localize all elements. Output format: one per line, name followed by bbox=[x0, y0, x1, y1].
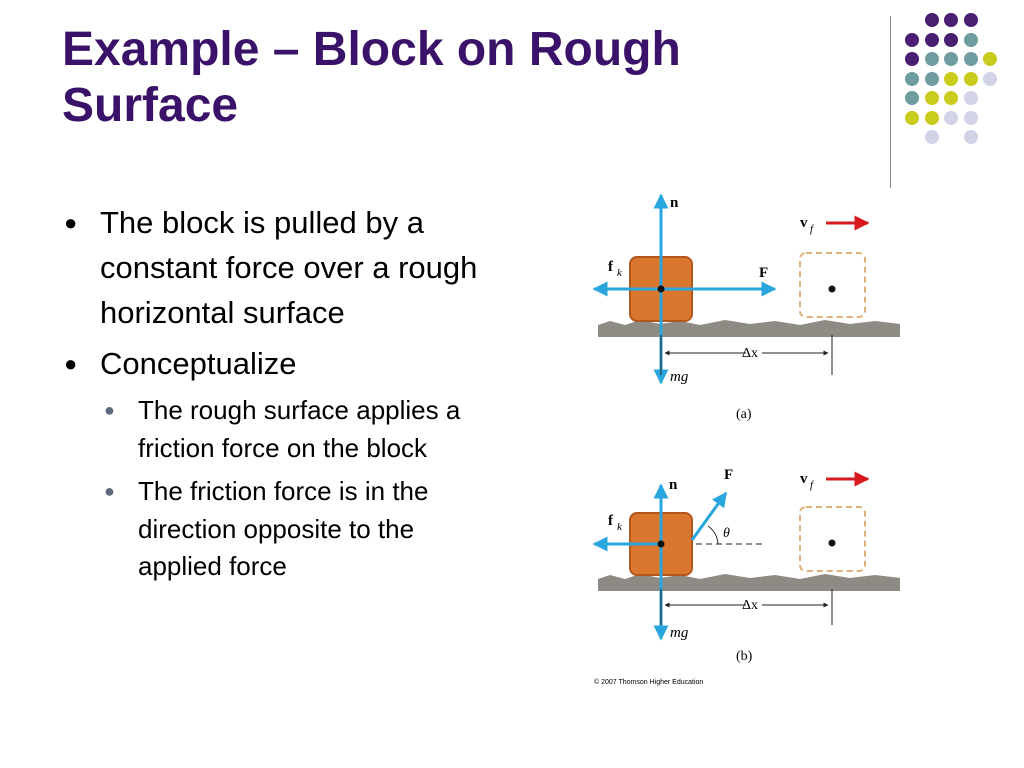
sub-bullet-marker: ● bbox=[104, 400, 115, 420]
displacement-label: Δx bbox=[742, 598, 758, 613]
velocity-label: v bbox=[800, 215, 808, 231]
applied-force-arrow bbox=[690, 491, 728, 541]
block-center-dot bbox=[657, 540, 665, 548]
bullet-marker: ● bbox=[64, 210, 78, 235]
decorative-dot bbox=[924, 13, 939, 27]
decorative-dot bbox=[905, 91, 919, 105]
decorative-dot bbox=[944, 52, 958, 66]
velocity-subscript: f bbox=[810, 223, 815, 235]
decorative-dot bbox=[924, 110, 939, 125]
angle-arc bbox=[707, 525, 719, 545]
decorative-dot bbox=[963, 52, 978, 66]
decorative-dot bbox=[963, 110, 978, 125]
velocity-subscript: f bbox=[810, 479, 815, 491]
friction-subscript: k bbox=[617, 267, 623, 279]
friction-force-label: f bbox=[608, 513, 614, 529]
decorative-dot bbox=[905, 52, 919, 66]
block-center-dot bbox=[657, 285, 665, 293]
decorative-dot bbox=[983, 71, 997, 86]
bullet-marker: ● bbox=[64, 351, 78, 376]
normal-force-label: n bbox=[670, 195, 679, 211]
friction-subscript: k bbox=[617, 521, 623, 533]
decorative-dot bbox=[924, 91, 939, 105]
weight-force-label: mg bbox=[670, 369, 689, 385]
normal-force-label: n bbox=[669, 477, 678, 493]
ground-surface bbox=[598, 320, 900, 337]
decorative-dot bbox=[963, 13, 978, 27]
applied-force-label: F bbox=[759, 265, 768, 281]
decorative-dot bbox=[944, 32, 958, 47]
weight-force-label: mg bbox=[670, 625, 689, 641]
ground-surface bbox=[598, 574, 900, 591]
caption-a: (a) bbox=[736, 407, 752, 422]
sub-bullet-item: ● The friction force is in the direction… bbox=[62, 473, 502, 586]
applied-force-label: F bbox=[724, 467, 733, 483]
decorative-dot bbox=[905, 71, 919, 86]
decorative-dot bbox=[963, 91, 978, 105]
sub-bullet-text: The rough surface applies a friction for… bbox=[138, 395, 461, 463]
block-center-dot bbox=[828, 285, 836, 293]
bullet-text: The block is pulled by a constant force … bbox=[100, 205, 478, 330]
decorative-dot bbox=[905, 110, 919, 125]
decorative-dot bbox=[944, 13, 958, 27]
decorative-dot bbox=[963, 71, 978, 86]
decorative-dot bbox=[983, 52, 997, 66]
friction-force-label: f bbox=[608, 259, 614, 275]
block-final-position bbox=[799, 252, 866, 318]
caption-b: (b) bbox=[736, 649, 753, 664]
panel-b: n F θ f k mg v f Δx (b) © 2007 Thomson H… bbox=[592, 467, 900, 686]
decorative-dot bbox=[924, 32, 939, 47]
decorative-dot bbox=[905, 32, 919, 47]
decorative-dot bbox=[924, 130, 939, 144]
decorative-dot bbox=[963, 130, 978, 144]
decorative-divider bbox=[890, 16, 891, 188]
sub-bullet-text: The friction force is in the direction o… bbox=[138, 476, 429, 581]
velocity-label: v bbox=[800, 471, 808, 487]
decorative-dot bbox=[924, 71, 939, 86]
bullet-list: ● The block is pulled by a constant forc… bbox=[62, 200, 502, 592]
bullet-item: ● Conceptualize bbox=[62, 341, 502, 386]
copyright-notice: © 2007 Thomson Higher Education bbox=[594, 678, 703, 686]
block-final-position bbox=[799, 506, 866, 572]
block-diagram-figure: n F f k mg v f Δx (a) n F θ f k mg v f Δ… bbox=[592, 193, 900, 686]
decorative-dot bbox=[944, 91, 958, 105]
sub-bullet-marker: ● bbox=[104, 481, 115, 501]
bullet-item: ● The block is pulled by a constant forc… bbox=[62, 200, 502, 335]
angle-label: θ bbox=[723, 526, 730, 541]
decorative-dot bbox=[924, 52, 939, 66]
decorative-dot bbox=[963, 32, 978, 47]
decorative-dot bbox=[944, 71, 958, 86]
sub-bullet-item: ● The rough surface applies a friction f… bbox=[62, 392, 502, 467]
decorative-dot-grid bbox=[905, 13, 1015, 173]
panel-a: n F f k mg v f Δx (a) bbox=[592, 193, 900, 422]
bullet-text: Conceptualize bbox=[100, 346, 297, 381]
block-center-dot bbox=[828, 539, 836, 547]
slide-title: Example – Block on Rough Surface bbox=[62, 23, 681, 132]
displacement-label: Δx bbox=[742, 346, 758, 361]
decorative-dot bbox=[944, 110, 958, 125]
